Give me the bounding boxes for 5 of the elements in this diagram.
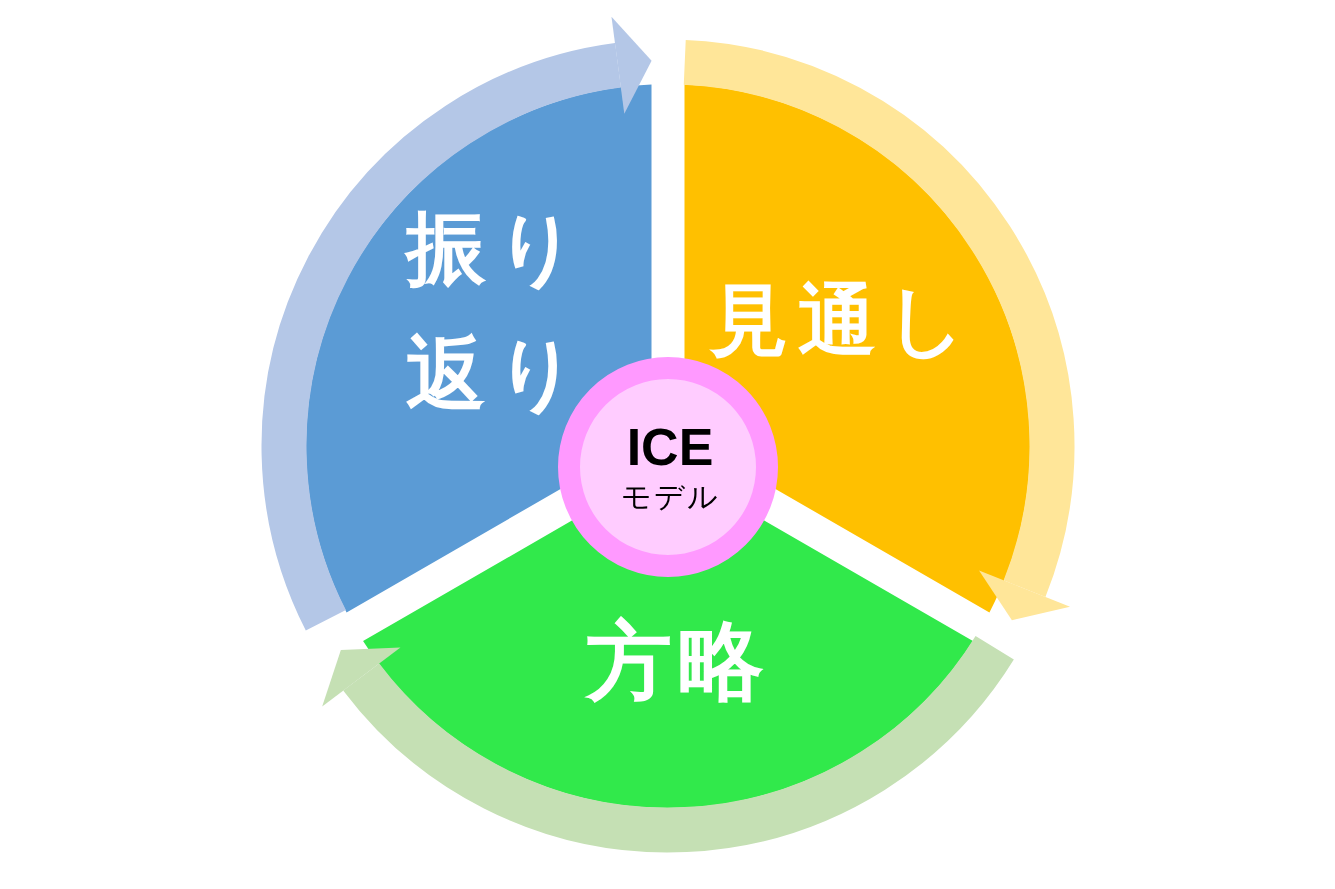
sector-label: 方略 [583,613,770,709]
circle-subtitle: モデル [619,480,720,514]
sector-label: 振り返り [403,201,589,422]
sector-label: 見通し [708,275,976,365]
circle-heading: ICE [626,419,714,475]
